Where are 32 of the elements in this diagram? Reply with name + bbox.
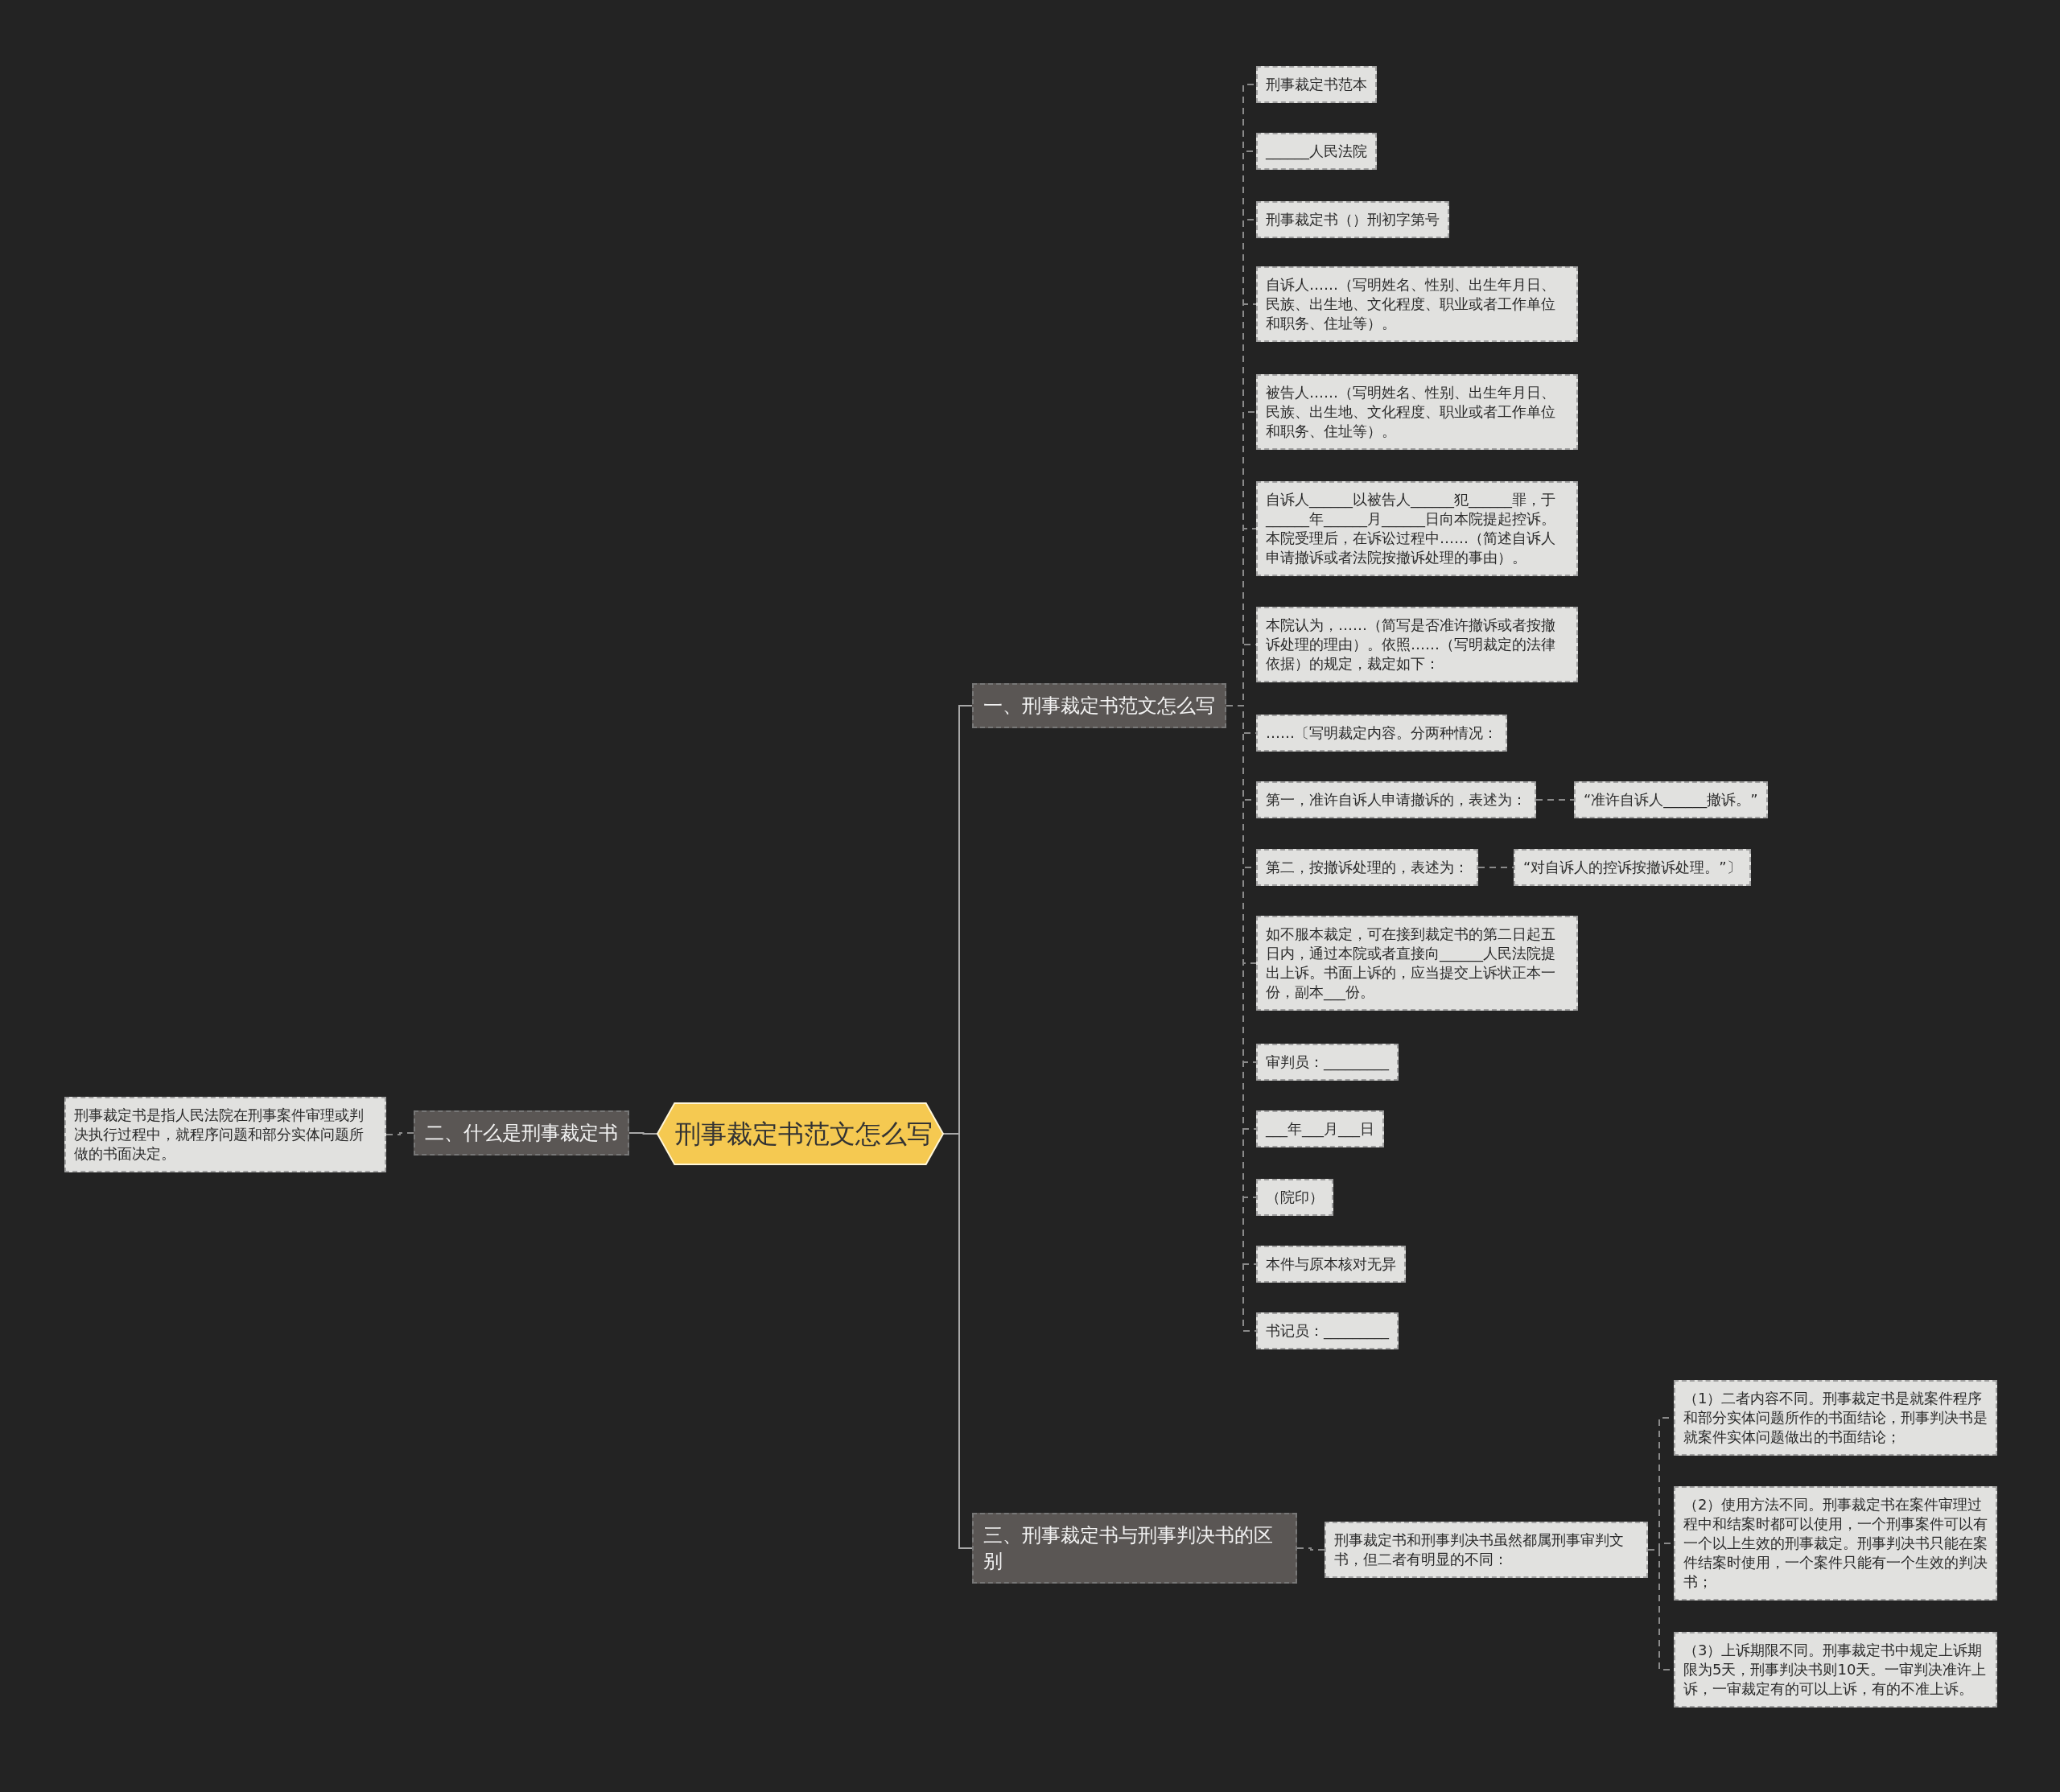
topic-box: 三、刑事裁定书与刑事判决书的区别 — [972, 1513, 1297, 1584]
topic-box: 二、什么是刑事裁定书 — [414, 1110, 629, 1156]
subtopic-box: 被告人……（写明姓名、性别、出生年月日、民族、出生地、文化程度、职业或者工作单位和职务、住址等）。 — [1256, 374, 1578, 450]
subtopic-box: 本院认为，……（简写是否准许撤诉或者按撤诉处理的理由）。依照……（写明裁定的法律依据）的规定，裁定如下： — [1256, 607, 1578, 682]
connector-line — [385, 1132, 414, 1135]
subtopic-box: 第一，准许自诉人申请撤诉的，表述为： — [1256, 781, 1536, 818]
subtopic-box: （1）二者内容不同。刑事裁定书是就案件程序和部分实体问题所作的书面结论，刑事判决书是就案件实体问题做出的书面结论； — [1674, 1380, 1997, 1456]
subtopic-box: ______人民法院 — [1256, 133, 1377, 170]
subtopic-box: 刑事裁定书和刑事判决书虽然都属刑事审判文书，但二者有明显的不同： — [1325, 1522, 1648, 1578]
topic-box: 一、刑事裁定书范文怎么写 — [972, 683, 1226, 728]
subtopic-box: 刑事裁定书（）刑初字第号 — [1256, 201, 1449, 238]
connector-line — [1535, 799, 1575, 801]
central-topic-hexagon: 刑事裁定书范文怎么写 — [657, 1103, 943, 1164]
subtopic-box: 如不服本裁定，可在接到裁定书的第二日起五日内，通过本院或者直接向______人民法院提出上诉。书面上诉的，应当提交上诉状正本一份，副本___份。 — [1256, 916, 1578, 1011]
subtopic-box: 第二，按撤诉处理的，表述为： — [1256, 849, 1478, 886]
subtopic-box: （2）使用方法不同。刑事裁定书在案件审理过程中和结案时都可以使用，一个刑事案件可以有一个以上生效的刑事裁定。刑事判决书只能在案件结案时使用，一个案件只能有一个生效的判决书； — [1674, 1486, 1997, 1600]
connector-line — [628, 1132, 658, 1135]
subtopic-box: “对自诉人的控诉按撤诉处理。”〕 — [1514, 849, 1751, 886]
subtopic-box: 本件与原本核对无异 — [1256, 1246, 1406, 1283]
subtopic-box: （院印） — [1256, 1179, 1333, 1216]
connector-line — [1296, 1547, 1325, 1551]
subtopic-box: 书记员：_________ — [1256, 1312, 1399, 1349]
subtopic-box: ___年___月___日 — [1256, 1110, 1384, 1147]
subtopic-box: 审判员：_________ — [1256, 1044, 1399, 1081]
subtopic-box: 自诉人______以被告人______犯______罪，于______年______月______日向本院提起控诉。本院受理后，在诉讼过程中……（简述自诉人申请撤诉或者法院按撤诉处理的事由）。 — [1256, 481, 1578, 576]
subtopic-box: 刑事裁定书是指人民法院在刑事案件审理或判决执行过程中，就程序问题和部分实体问题所做的书面决定。 — [64, 1097, 386, 1172]
connector-line — [1477, 867, 1514, 868]
subtopic-box: （3）上诉期限不同。刑事裁定书中规定上诉期限为5天，刑事判决书则10天。一审判决准许上诉，一审裁定有的可以上诉，有的不准上诉。 — [1674, 1632, 1997, 1708]
subtopic-box: ……〔写明裁定内容。分两种情况： — [1256, 715, 1507, 752]
subtopic-box: 刑事裁定书范本 — [1256, 66, 1377, 103]
subtopic-box: 自诉人……（写明姓名、性别、出生年月日、民族、出生地、文化程度、职业或者工作单位和职务、住址等）。 — [1256, 266, 1578, 342]
subtopic-box: “准许自诉人______撤诉。” — [1574, 781, 1768, 818]
